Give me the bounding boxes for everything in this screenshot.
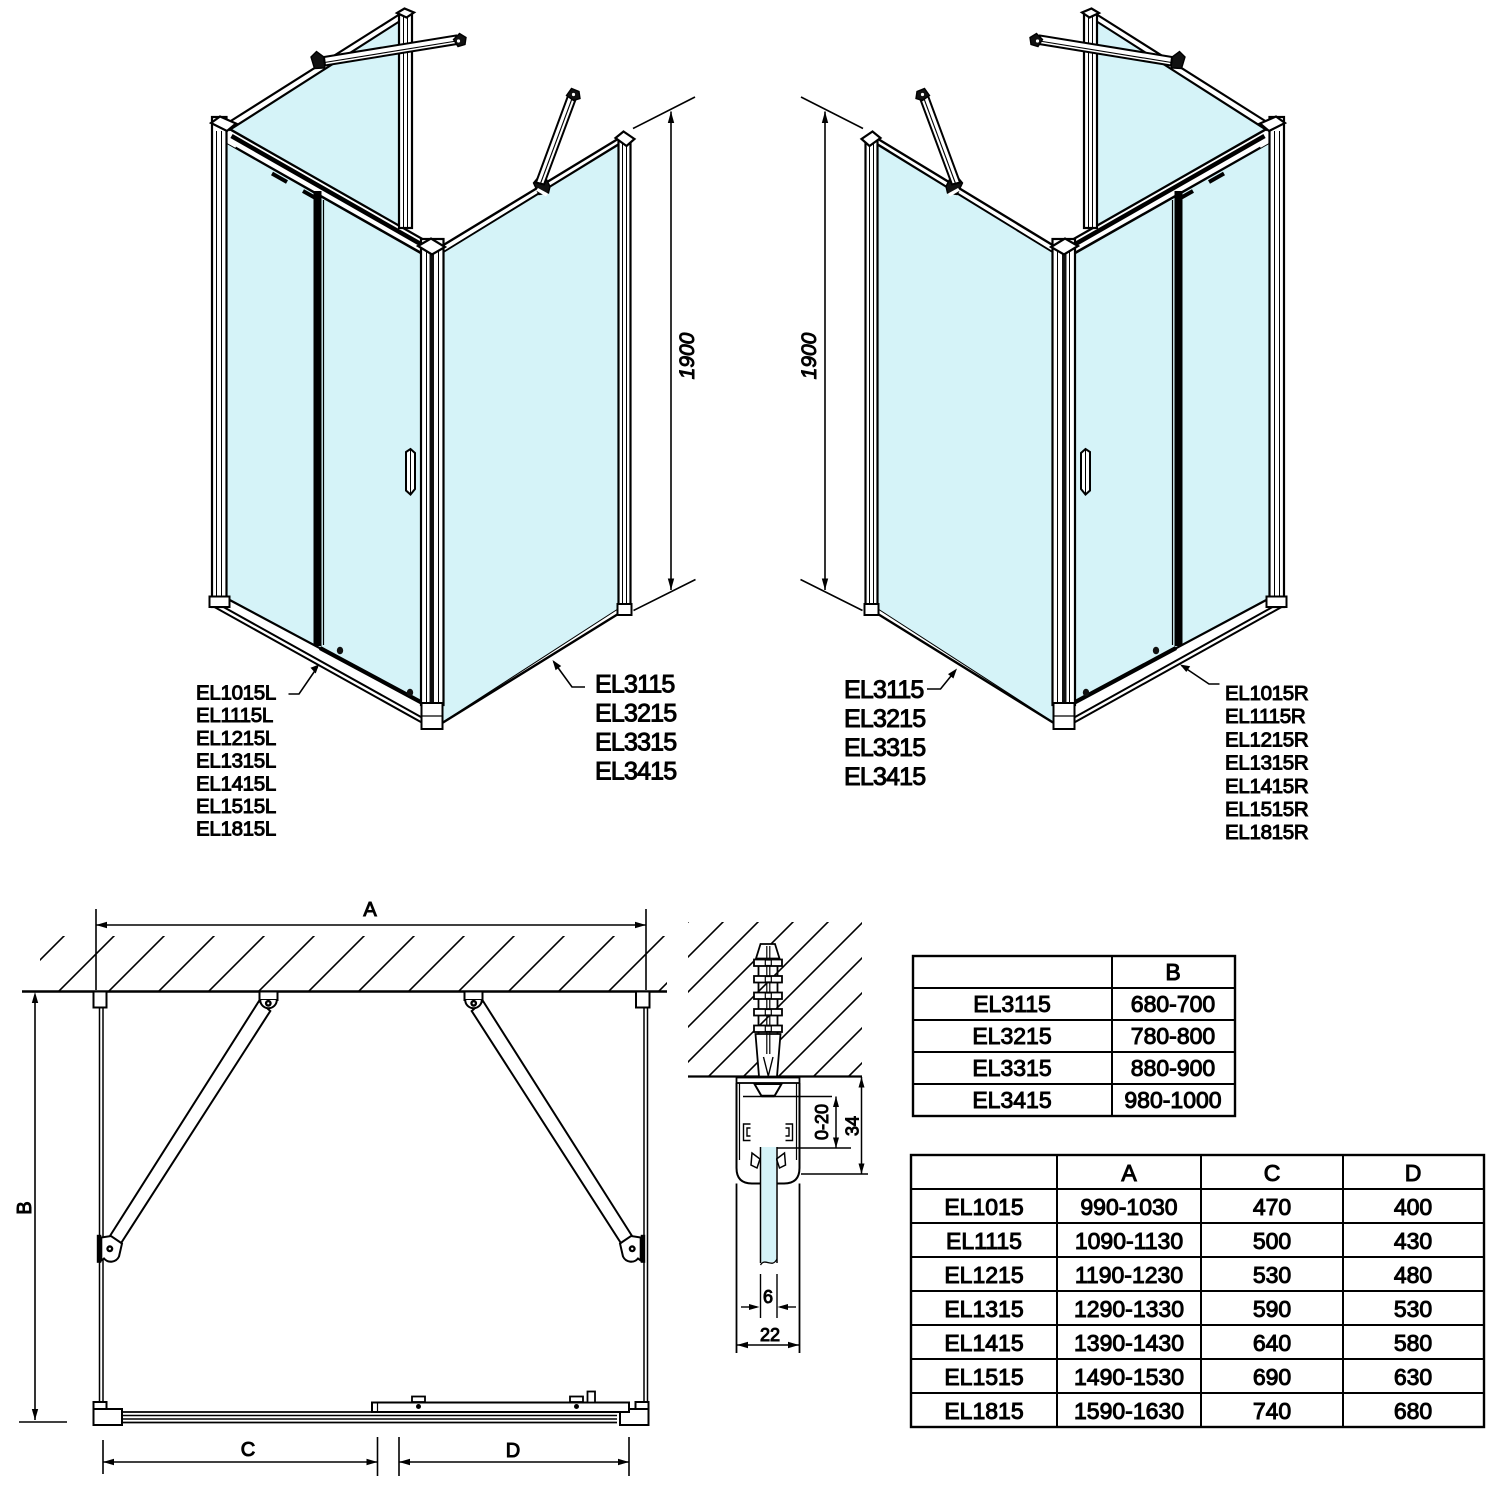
- svg-text:EL1415L: EL1415L: [196, 772, 276, 795]
- svg-text:1490-1530: 1490-1530: [1074, 1364, 1184, 1390]
- svg-text:1090-1130: 1090-1130: [1075, 1228, 1183, 1254]
- svg-text:630: 630: [1394, 1364, 1432, 1390]
- svg-text:EL3315: EL3315: [595, 729, 676, 757]
- svg-text:EL1115: EL1115: [946, 1228, 1022, 1254]
- svg-text:EL1515R: EL1515R: [1225, 798, 1308, 821]
- svg-text:590: 590: [1253, 1296, 1291, 1322]
- svg-text:C: C: [241, 1439, 255, 1461]
- svg-text:430: 430: [1394, 1228, 1432, 1254]
- svg-text:580: 580: [1394, 1330, 1432, 1356]
- svg-text:EL1215L: EL1215L: [196, 727, 276, 750]
- svg-text:690: 690: [1253, 1364, 1291, 1390]
- svg-text:34: 34: [843, 1116, 863, 1136]
- svg-text:B: B: [1165, 959, 1180, 985]
- svg-text:D: D: [1405, 1160, 1422, 1186]
- svg-text:EL3215: EL3215: [595, 700, 676, 728]
- svg-text:22: 22: [760, 1325, 780, 1345]
- svg-text:1190-1230: 1190-1230: [1075, 1262, 1183, 1288]
- svg-text:EL3415: EL3415: [844, 763, 925, 791]
- svg-text:480: 480: [1394, 1262, 1432, 1288]
- svg-text:EL1815R: EL1815R: [1225, 821, 1308, 844]
- svg-text:EL1515: EL1515: [944, 1364, 1023, 1390]
- svg-text:A: A: [1121, 1160, 1137, 1186]
- svg-text:A: A: [363, 899, 377, 921]
- svg-text:EL3115: EL3115: [844, 676, 924, 704]
- svg-text:980-1000: 980-1000: [1124, 1087, 1221, 1113]
- svg-text:EL1015R: EL1015R: [1225, 682, 1308, 705]
- svg-text:1390-1430: 1390-1430: [1074, 1330, 1184, 1356]
- svg-text:990-1030: 990-1030: [1080, 1194, 1177, 1220]
- svg-text:EL1815L: EL1815L: [196, 818, 276, 841]
- svg-text:6: 6: [763, 1287, 773, 1307]
- svg-text:500: 500: [1253, 1228, 1291, 1254]
- svg-text:780-800: 780-800: [1131, 1023, 1215, 1049]
- svg-text:B: B: [14, 1201, 36, 1214]
- svg-text:EL3315: EL3315: [972, 1055, 1051, 1081]
- svg-text:C: C: [1264, 1160, 1281, 1186]
- svg-text:1290-1330: 1290-1330: [1074, 1296, 1184, 1322]
- svg-text:EL1215R: EL1215R: [1225, 728, 1308, 751]
- svg-text:1900: 1900: [676, 332, 699, 379]
- svg-text:EL1015: EL1015: [944, 1194, 1023, 1220]
- svg-text:470: 470: [1253, 1194, 1291, 1220]
- svg-text:EL1415: EL1415: [944, 1330, 1023, 1356]
- svg-text:1900: 1900: [798, 332, 821, 379]
- svg-text:EL3115: EL3115: [595, 671, 675, 699]
- svg-text:640: 640: [1253, 1330, 1291, 1356]
- svg-text:0-20: 0-20: [812, 1104, 832, 1140]
- svg-text:EL1015L: EL1015L: [196, 682, 276, 705]
- svg-text:EL1315: EL1315: [944, 1296, 1023, 1322]
- svg-text:680-700: 680-700: [1131, 991, 1215, 1017]
- svg-text:400: 400: [1394, 1194, 1432, 1220]
- svg-text:680: 680: [1394, 1398, 1432, 1424]
- svg-text:EL3115: EL3115: [973, 991, 1051, 1017]
- svg-text:880-900: 880-900: [1131, 1055, 1215, 1081]
- svg-text:740: 740: [1253, 1398, 1291, 1424]
- svg-text:D: D: [506, 1440, 520, 1462]
- svg-text:530: 530: [1253, 1262, 1291, 1288]
- svg-text:EL1215: EL1215: [944, 1262, 1023, 1288]
- svg-text:EL3215: EL3215: [844, 705, 925, 733]
- svg-text:EL1315L: EL1315L: [196, 750, 276, 773]
- svg-text:EL1815: EL1815: [944, 1398, 1023, 1424]
- svg-text:EL3215: EL3215: [972, 1023, 1051, 1049]
- svg-text:EL1315R: EL1315R: [1225, 752, 1308, 775]
- svg-text:530: 530: [1394, 1296, 1432, 1322]
- svg-text:EL3315: EL3315: [844, 734, 925, 762]
- svg-text:EL3415: EL3415: [972, 1087, 1051, 1113]
- svg-text:EL1415R: EL1415R: [1225, 775, 1308, 798]
- svg-text:EL1515L: EL1515L: [196, 795, 276, 818]
- svg-text:EL1115L: EL1115L: [196, 704, 273, 727]
- svg-text:1590-1630: 1590-1630: [1074, 1398, 1184, 1424]
- svg-text:EL3415: EL3415: [595, 758, 676, 786]
- svg-text:EL1115R: EL1115R: [1225, 705, 1305, 728]
